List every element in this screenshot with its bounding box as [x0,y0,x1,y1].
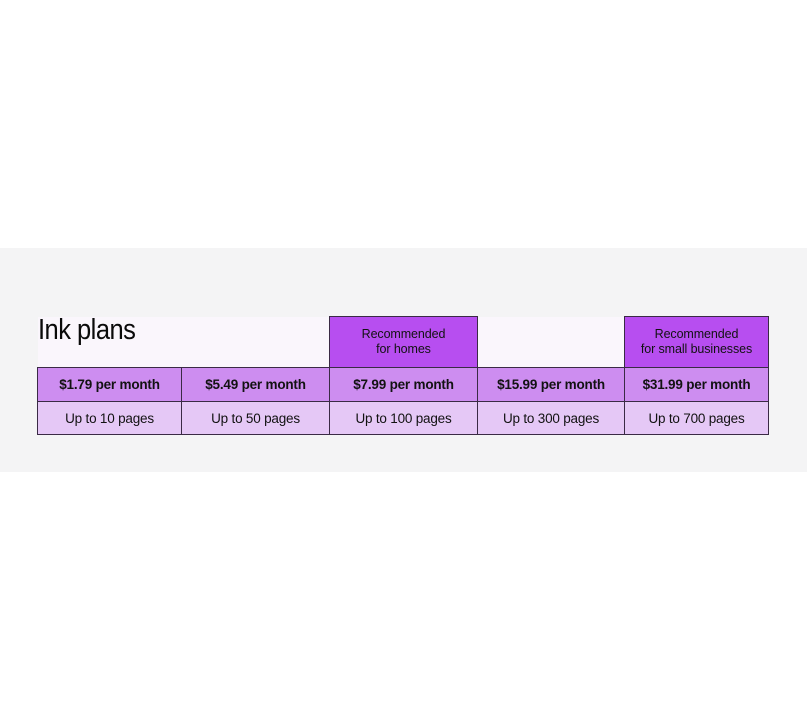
badge-line-2: for small businesses [640,342,753,356]
price-row: $1.79 per month $5.49 per month $7.99 pe… [37,367,769,402]
badge-line-1: Recommended [361,327,446,341]
table-header-row: Ink plans Recommended for homes Recommen… [37,314,769,368]
page-title-cell: Ink plans [37,314,330,368]
price-cell-3[interactable]: $7.99 per month [329,367,478,402]
badge-line-2: for homes [376,342,431,356]
ink-plans-table: Ink plans Recommended for homes Recommen… [37,314,769,435]
price-cell-4[interactable]: $15.99 per month [477,367,625,402]
recommended-badge-homes: Recommended for homes [329,316,478,368]
page-title: Ink plans [37,313,136,346]
pages-cell-1[interactable]: Up to 10 pages [37,401,182,435]
price-cell-2[interactable]: $5.49 per month [181,367,330,402]
pages-cell-5[interactable]: Up to 700 pages [624,401,769,435]
header-spacer-cell [477,316,625,368]
price-cell-1[interactable]: $1.79 per month [37,367,182,402]
recommended-badge-small-businesses: Recommended for small businesses [624,316,769,368]
price-cell-5[interactable]: $31.99 per month [624,367,769,402]
pages-cell-3[interactable]: Up to 100 pages [329,401,478,435]
badge-line-1: Recommended [654,327,739,341]
pages-cell-2[interactable]: Up to 50 pages [181,401,330,435]
pages-cell-4[interactable]: Up to 300 pages [477,401,625,435]
pages-row: Up to 10 pages Up to 50 pages Up to 100 … [37,401,769,435]
